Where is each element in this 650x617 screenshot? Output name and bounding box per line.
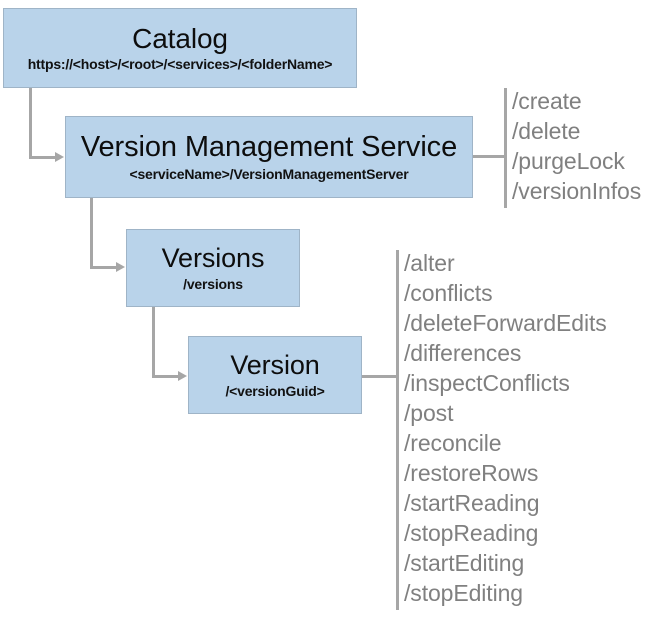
- operation-item[interactable]: /inspectConflicts: [404, 370, 570, 396]
- node-version-management-service-path: <serviceName>/VersionManagementServer: [129, 165, 409, 182]
- operation-item[interactable]: /differences: [404, 340, 522, 366]
- connector-catalog-to-service-horizontal: [29, 156, 57, 159]
- connector-versions-to-version-vertical: [152, 307, 155, 377]
- operation-item[interactable]: /reconcile: [404, 430, 502, 456]
- node-catalog-path: https://<host>/<root>/<services>/<folder…: [27, 56, 333, 73]
- operation-item[interactable]: /startReading: [404, 490, 540, 516]
- operation-item[interactable]: /startEditing: [404, 550, 525, 576]
- node-version-management-service[interactable]: Version Management Service <serviceName>…: [65, 116, 473, 198]
- node-version-path: /<versionGuid>: [225, 382, 325, 399]
- operation-item[interactable]: /delete: [512, 118, 581, 144]
- operation-item[interactable]: /post: [404, 400, 454, 426]
- operation-item[interactable]: /stopReading: [404, 520, 539, 546]
- operation-item[interactable]: /purgeLock: [512, 148, 625, 174]
- node-versions-path: /versions: [183, 275, 243, 292]
- operations-list-service: /create /delete /purgeLock /versionInfos: [512, 86, 641, 206]
- node-version[interactable]: Version /<versionGuid>: [188, 336, 362, 414]
- connector-service-to-versions-horizontal: [90, 266, 118, 269]
- node-catalog-title: Catalog: [132, 22, 228, 54]
- node-versions[interactable]: Versions /versions: [126, 229, 300, 307]
- arrow-head-icon-service-to-versions: [116, 262, 125, 272]
- connector-service-to-versions-vertical: [90, 198, 93, 268]
- operation-item[interactable]: /restoreRows: [404, 460, 539, 486]
- node-catalog[interactable]: Catalog https://<host>/<root>/<services>…: [3, 8, 357, 88]
- operation-item[interactable]: /stopEditing: [404, 580, 523, 606]
- operations-list-version: /alter /conflicts /deleteForwardEdits /d…: [404, 248, 607, 608]
- operations-rail-service: [504, 88, 507, 208]
- connector-service-to-operations: [473, 155, 506, 158]
- connector-catalog-to-service-vertical: [29, 88, 32, 158]
- operation-item[interactable]: /alter: [404, 250, 455, 276]
- operation-item[interactable]: /create: [512, 88, 582, 114]
- node-version-title: Version: [230, 350, 320, 381]
- arrow-head-icon-versions-to-version: [178, 371, 187, 381]
- operation-item[interactable]: /deleteForwardEdits: [404, 310, 607, 336]
- connector-version-to-operations: [362, 375, 398, 378]
- operations-rail-version: [396, 250, 399, 610]
- operation-item[interactable]: /versionInfos: [512, 178, 642, 204]
- operation-item[interactable]: /conflicts: [404, 280, 493, 306]
- node-versions-title: Versions: [161, 243, 265, 274]
- arrow-head-icon-catalog-to-service: [55, 152, 64, 162]
- node-version-management-service-title: Version Management Service: [80, 131, 458, 164]
- connector-versions-to-version-horizontal: [152, 375, 180, 378]
